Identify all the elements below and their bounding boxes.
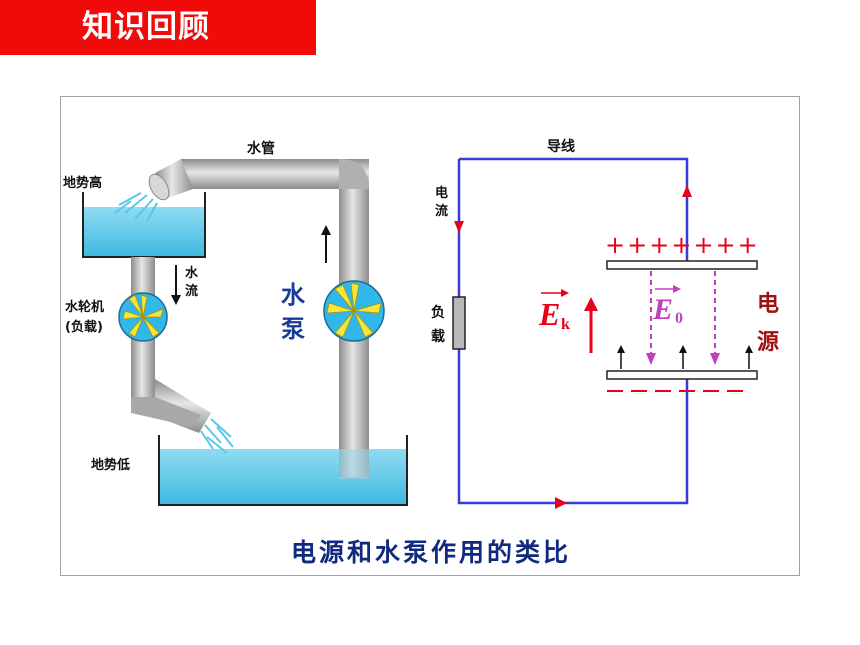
ek-subscript: k — [561, 316, 570, 333]
wire-label: 导线 — [547, 138, 575, 155]
ek-small-arrows — [617, 345, 753, 369]
upper-tank — [82, 192, 206, 258]
plus-charges: +++++++ — [605, 231, 760, 259]
analogy-figure: 水管 地势高 地势低 水 流 水轮机 (负载) 水 泵 +++++++ — [60, 96, 800, 576]
flow-label-1: 水 — [185, 265, 199, 281]
current-arrow-up — [682, 185, 692, 197]
flow-arrow-down — [171, 265, 181, 305]
e0-label: E 0 — [652, 285, 683, 327]
load-label-1: 负 — [431, 304, 445, 321]
pipe-label: 水管 — [247, 140, 275, 157]
ek-arrow-icon — [584, 297, 598, 353]
load-label-2: 载 — [431, 328, 445, 345]
pump-arrow-up — [321, 225, 331, 263]
pump-label-2: 泵 — [281, 315, 305, 343]
pump-label-1: 水 — [281, 281, 306, 309]
current-arrow-right — [555, 497, 567, 509]
current-arrow-down — [454, 221, 464, 233]
analogy-diagram: 水管 地势高 地势低 水 流 水轮机 (负载) 水 泵 +++++++ — [63, 138, 779, 567]
current-label-1: 电 — [435, 185, 448, 201]
e0-letter: E — [652, 293, 673, 326]
e0-arrow-right — [710, 353, 720, 365]
source-label-2: 源 — [757, 330, 779, 355]
source-label-1: 电 — [757, 292, 779, 317]
current-label-2: 流 — [435, 203, 448, 219]
pump-icon — [323, 280, 385, 342]
section-banner: 知识回顾 — [0, 0, 316, 55]
e0-subscript: 0 — [675, 310, 683, 327]
figure-caption: 电源和水泵作用的类比 — [291, 538, 571, 567]
wheel-load-label: (负载) — [65, 319, 103, 335]
e0-arrow-left — [646, 353, 656, 365]
down-pipe — [131, 257, 211, 433]
ek-letter: E — [538, 296, 560, 332]
lower-tank — [158, 435, 408, 506]
water-wheel-icon — [118, 292, 168, 342]
load-resistor — [452, 296, 466, 350]
positive-plate — [606, 260, 758, 270]
water-spray-top — [114, 192, 158, 222]
wheel-label: 水轮机 — [65, 299, 104, 315]
banner-title: 知识回顾 — [82, 9, 210, 45]
negative-plate — [606, 370, 758, 380]
low-ground-label: 地势低 — [91, 457, 130, 473]
high-ground-label: 地势高 — [63, 175, 102, 191]
circuit-wire — [457, 157, 689, 505]
water-spray-bottom — [200, 418, 234, 454]
flow-label-2: 流 — [185, 283, 198, 299]
ek-label: E k — [538, 289, 570, 333]
